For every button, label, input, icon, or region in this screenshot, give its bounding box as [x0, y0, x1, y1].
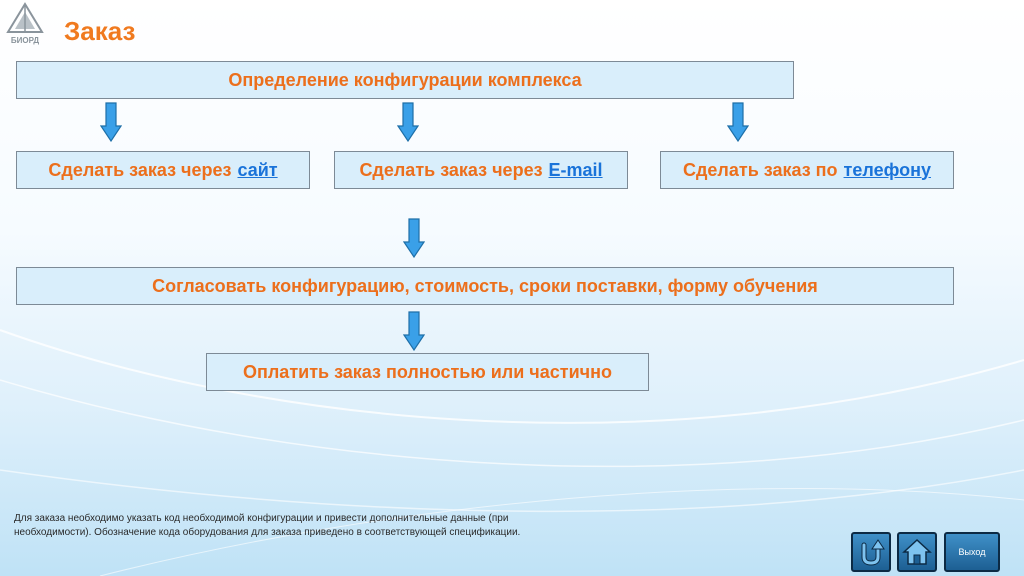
arrow-down-icon [403, 311, 425, 351]
order-via-email-prefix: Сделать заказ через [359, 159, 543, 180]
exit-button-label: Выход [958, 547, 986, 557]
step-pay-order: Оплатить заказ полностью или частично [206, 353, 649, 391]
step-agree-terms: Согласовать конфигурацию, стоимость, сро… [16, 267, 954, 305]
page-title: Заказ [64, 16, 136, 46]
order-via-phone-prefix: Сделать заказ по [683, 159, 838, 180]
arrow-down-icon [403, 218, 425, 258]
order-via-site-box: Сделать заказ через сайт [16, 151, 310, 189]
step-define-configuration-label: Определение конфигурации комплекса [228, 69, 582, 90]
order-via-email-link[interactable]: E-mail [548, 159, 603, 180]
order-note-line-1: Для заказа необходимо указать код необхо… [14, 513, 509, 524]
u-turn-arrow-icon [861, 539, 885, 566]
home-button[interactable] [897, 532, 937, 572]
order-via-phone-link[interactable]: телефону [843, 159, 931, 180]
arrow-down-icon [100, 102, 122, 142]
order-note: Для заказа необходимо указать код необхо… [14, 512, 574, 540]
step-agree-terms-label: Согласовать конфигурацию, стоимость, сро… [152, 275, 818, 296]
company-logo: БИОРД [6, 2, 44, 45]
back-button[interactable] [851, 532, 891, 572]
step-define-configuration: Определение конфигурации комплекса [16, 61, 794, 99]
order-via-phone-box: Сделать заказ по телефону [660, 151, 954, 189]
order-via-site-link[interactable]: сайт [237, 159, 278, 180]
home-icon [902, 538, 932, 565]
arrow-down-icon [727, 102, 749, 142]
order-via-email-box: Сделать заказ через E-mail [334, 151, 628, 189]
arrow-down-icon [397, 102, 419, 142]
exit-button[interactable]: Выход [944, 532, 1000, 572]
order-note-line-2: необходимости). Обозначение кода оборудо… [14, 527, 521, 538]
logo-text: БИОРД [11, 36, 40, 45]
order-via-site-prefix: Сделать заказ через [48, 159, 232, 180]
step-pay-order-label: Оплатить заказ полностью или частично [243, 361, 612, 382]
